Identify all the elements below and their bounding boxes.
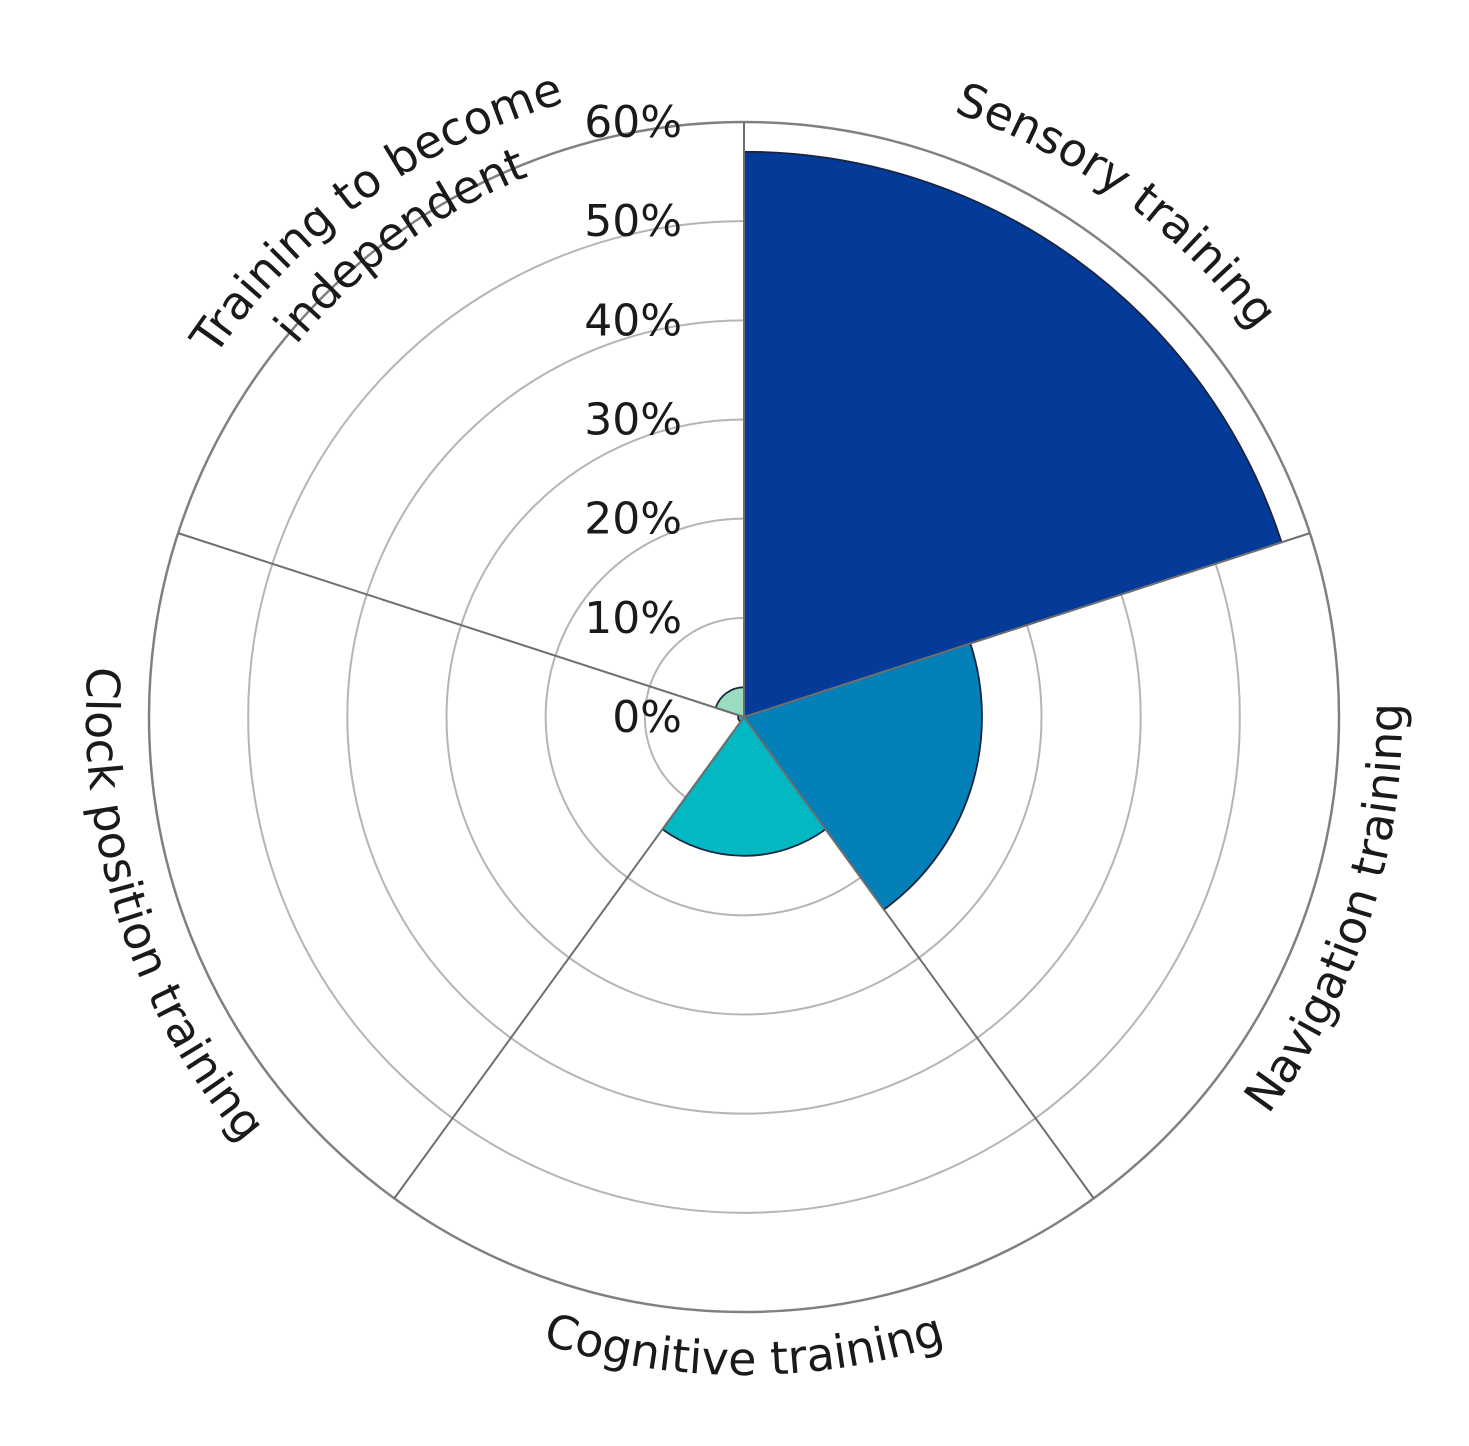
- category-label-training-to-become-independent-line-0: Training to become: [179, 61, 568, 364]
- category-label-clock-position-training-line-0: Clock position training: [75, 666, 276, 1151]
- tick-labels-layer: 0% 10% 20% 30% 40% 50% 60%: [584, 97, 682, 743]
- spoke-3: [393, 716, 745, 1199]
- category-label-cognitive-training-line-0: Cognitive training: [539, 1302, 950, 1386]
- tick-label-0: 0%: [612, 692, 682, 743]
- slice-cognitive-training: [661, 715, 827, 857]
- tick-label-4: 40%: [584, 295, 682, 346]
- tick-label-1: 10%: [584, 593, 682, 644]
- tick-label-6: 60%: [584, 97, 682, 148]
- spoke-4: [177, 532, 745, 718]
- spoke-2: [743, 716, 1095, 1199]
- spokes-layer: [177, 122, 1311, 1199]
- slices-layer: [661, 150, 1283, 911]
- tick-label-3: 30%: [584, 395, 682, 446]
- tick-label-5: 50%: [584, 196, 682, 247]
- slice-navigation-training: [742, 642, 983, 911]
- category-label-navigation-training-line-0: Navigation training: [1233, 703, 1413, 1121]
- slice-sensory-training: [743, 150, 1283, 719]
- tick-label-2: 20%: [584, 494, 682, 545]
- spoke-1: [743, 532, 1311, 718]
